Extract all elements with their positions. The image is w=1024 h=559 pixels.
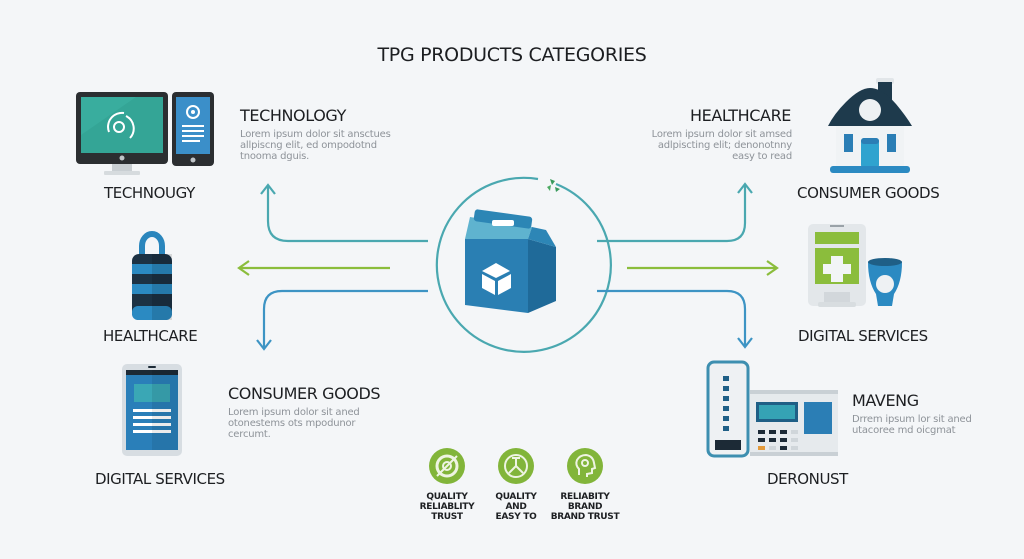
page-title: TPG PRODUCTS CATEGORIES <box>377 44 647 66</box>
target-icon <box>429 448 465 484</box>
terminal-device-icon <box>706 360 840 458</box>
category-label-consumer-goods: CONSUMER GOODS <box>797 184 940 202</box>
category-label-digital-services: DIGITAL SERVICES <box>95 470 225 488</box>
desktop-and-tablet-icon <box>76 90 216 176</box>
house-icon <box>826 76 914 176</box>
center-ring <box>435 176 612 353</box>
steering-wheel-icon <box>498 448 534 484</box>
category-description-consumer-goods: Lorem ipsum dolor sit aned otonestems ot… <box>228 407 360 440</box>
category-description-technology: Lorem ipsum dolor sit ansctues allpiscng… <box>240 129 391 162</box>
badge-label-3: RELIABITY BRAND BRAND TRUST <box>550 492 620 522</box>
tablet-document-icon <box>122 364 182 458</box>
padlock-bottle-icon <box>128 222 176 322</box>
category-label-healthcare: HEALTHCARE <box>103 327 198 345</box>
category-heading-technology: TECHNOLOGY <box>240 106 346 125</box>
medical-kiosk-cup-icon <box>806 222 916 312</box>
category-label-technology: TECHNOUGY <box>104 184 195 202</box>
category-label-deronust: DERONUST <box>767 470 848 488</box>
recycle-leaf-icon <box>546 178 562 194</box>
category-heading-maveng: MAVENG <box>852 391 919 410</box>
head-profile-icon <box>567 448 603 484</box>
badge-label-1: QUALITY RELIABLITY TRUST <box>419 492 475 522</box>
category-label-digital-services-right: DIGITAL SERVICES <box>798 327 928 345</box>
badge-label-2: QUALITY AND EASY TO <box>495 492 537 522</box>
category-heading-healthcare: HEALTHCARE <box>690 106 791 125</box>
category-heading-consumer-goods: CONSUMER GOODS <box>228 384 381 403</box>
category-description-healthcare: Lorem ipsurn dolor sit amsed adlpiscting… <box>651 129 793 162</box>
category-description-maveng: Drrem ipsum lor sit aned utacoree md oic… <box>852 414 972 436</box>
shopping-bag-box-icon <box>460 205 560 317</box>
